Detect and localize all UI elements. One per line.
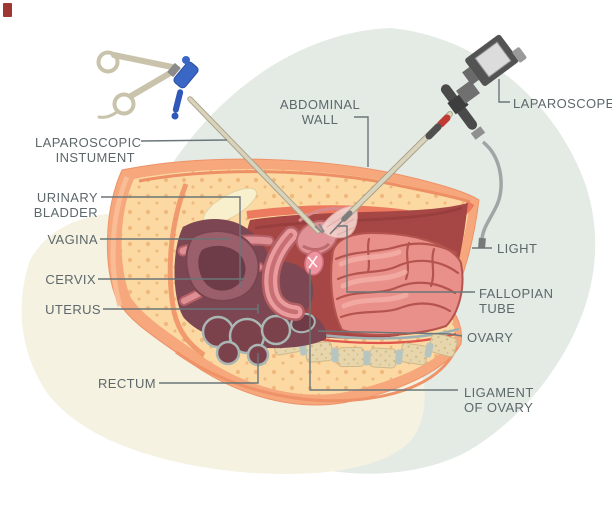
red-corner-mark [3,3,12,17]
label-line: WALL [301,112,339,127]
label-vagina: VAGINA [47,232,98,247]
scope-red-ring [437,114,451,128]
label-line: TUBE [479,301,516,316]
label-line: ABDOMINAL [279,97,361,112]
rectum-shape [201,314,292,367]
label-laparoscopic-instrument: LAPAROSCOPIC INSTUMENT [35,135,142,165]
label-fallopian-tube: FALLOPIAN TUBE [479,286,553,316]
label-line: URINARY [36,190,98,205]
label-line: LIGAMENT [464,385,534,400]
urinary-bladder-shape [185,230,260,302]
label-ovary: OVARY [467,330,514,345]
label-uterus: UTERUS [45,302,101,317]
label-line: INSTUMENT [55,150,135,165]
grasper-ring [96,50,120,74]
label-line: FALLOPIAN [479,286,554,301]
label-light: LIGHT [497,241,538,256]
laparoscopic-instrument-graphic [96,50,325,234]
uterus-shape [261,226,305,321]
label-cervix: CERVIX [45,272,96,287]
scope-camera-head [462,34,527,86]
label-rectum: RECTUM [97,376,156,391]
label-line: BLADDER [33,205,98,220]
body-cross-section [106,158,480,406]
label-abdominal-wall: ABDOMINAL WALL [276,97,364,127]
label-urinary-bladder: URINARY BLADDER [20,190,98,220]
light-cable [480,140,503,240]
intestines [330,231,464,336]
label-ligament-of-ovary: LIGAMENT OF OVARY [464,385,534,415]
label-laparoscope: LAPAROSCOPE [513,96,612,111]
label-line: OF OVARY [464,400,534,415]
leader-lines [98,79,510,391]
spinal-discs [298,340,434,366]
grasper-ring [112,92,136,116]
laparoscope-graphic [329,34,527,249]
label-line: LAPAROSCOPIC [35,135,142,150]
